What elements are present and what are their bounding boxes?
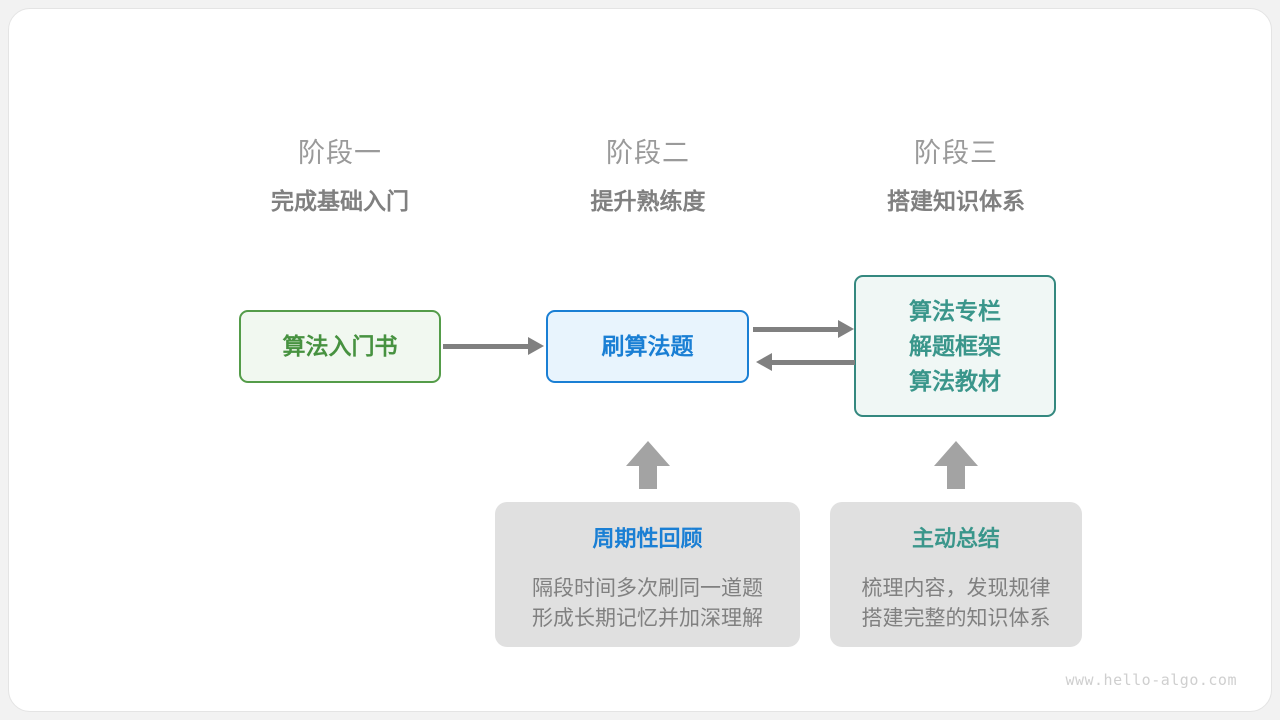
node-practice-problems: 刷算法题 xyxy=(546,310,749,383)
node-resource-line-2: 解题框架 xyxy=(909,332,1001,359)
note-card-periodic-review-body: 隔段时间多次刷同一道题 形成长期记忆并加深理解 xyxy=(532,574,763,634)
stage-index-2: 阶段二 xyxy=(606,138,690,168)
node-resource-line-3: 算法教材 xyxy=(909,367,1001,394)
stage-header-2: 阶段二 提升熟练度 xyxy=(518,136,778,216)
arrow-book-to-practice-icon xyxy=(443,337,544,355)
stage-header-1: 阶段一 完成基础入门 xyxy=(210,136,470,216)
node-learning-resources: 算法专栏 解题框架 算法教材 xyxy=(854,275,1056,417)
diagram-sheet: 阶段一 完成基础入门 阶段二 提升熟练度 阶段三 搭建知识体系 算法入门书 刷算… xyxy=(8,8,1272,712)
stage-title-1: 完成基础入门 xyxy=(271,188,409,214)
stage-title-2: 提升熟练度 xyxy=(590,188,706,214)
node-algorithm-book-label: 算法入门书 xyxy=(282,333,398,359)
note-card-periodic-review-title: 周期性回顾 xyxy=(592,526,703,551)
note-card-active-summary-body: 梳理内容，发现规律 搭建完整的知识体系 xyxy=(862,574,1051,634)
note-card-periodic-review: 周期性回顾 隔段时间多次刷同一道题 形成长期记忆并加深理解 xyxy=(495,502,800,647)
stage-header-3: 阶段三 搭建知识体系 xyxy=(826,136,1086,216)
note-card-active-summary-line-1: 梳理内容，发现规律 xyxy=(861,577,1051,600)
watermark-url: www.hello-algo.com xyxy=(1065,671,1237,689)
node-practice-problems-label: 刷算法题 xyxy=(601,333,694,359)
note-card-periodic-review-line-2: 形成长期记忆并加深理解 xyxy=(532,607,763,630)
note-card-active-summary-title: 主动总结 xyxy=(911,526,1000,551)
note-card-periodic-review-line-1: 隔段时间多次刷同一道题 xyxy=(532,577,763,600)
up-arrow-review-icon xyxy=(626,441,670,489)
stage-title-3: 搭建知识体系 xyxy=(887,188,1025,214)
up-arrow-summary-stem xyxy=(947,465,965,489)
note-card-active-summary-line-2: 搭建完整的知识体系 xyxy=(861,607,1051,630)
stage-index-3: 阶段三 xyxy=(914,138,998,168)
up-arrow-review-stem xyxy=(639,465,657,489)
stage-index-1: 阶段一 xyxy=(298,138,382,168)
up-arrow-summary-head xyxy=(934,441,978,466)
note-card-active-summary: 主动总结 梳理内容，发现规律 搭建完整的知识体系 xyxy=(830,502,1082,647)
node-algorithm-book: 算法入门书 xyxy=(239,310,441,383)
up-arrow-review-head xyxy=(626,441,670,466)
node-resource-line-1: 算法专栏 xyxy=(909,297,1001,324)
arrow-practice-to-resources-icon xyxy=(753,320,854,338)
up-arrow-summary-icon xyxy=(934,441,978,489)
arrow-resources-to-practice-icon xyxy=(756,353,855,371)
